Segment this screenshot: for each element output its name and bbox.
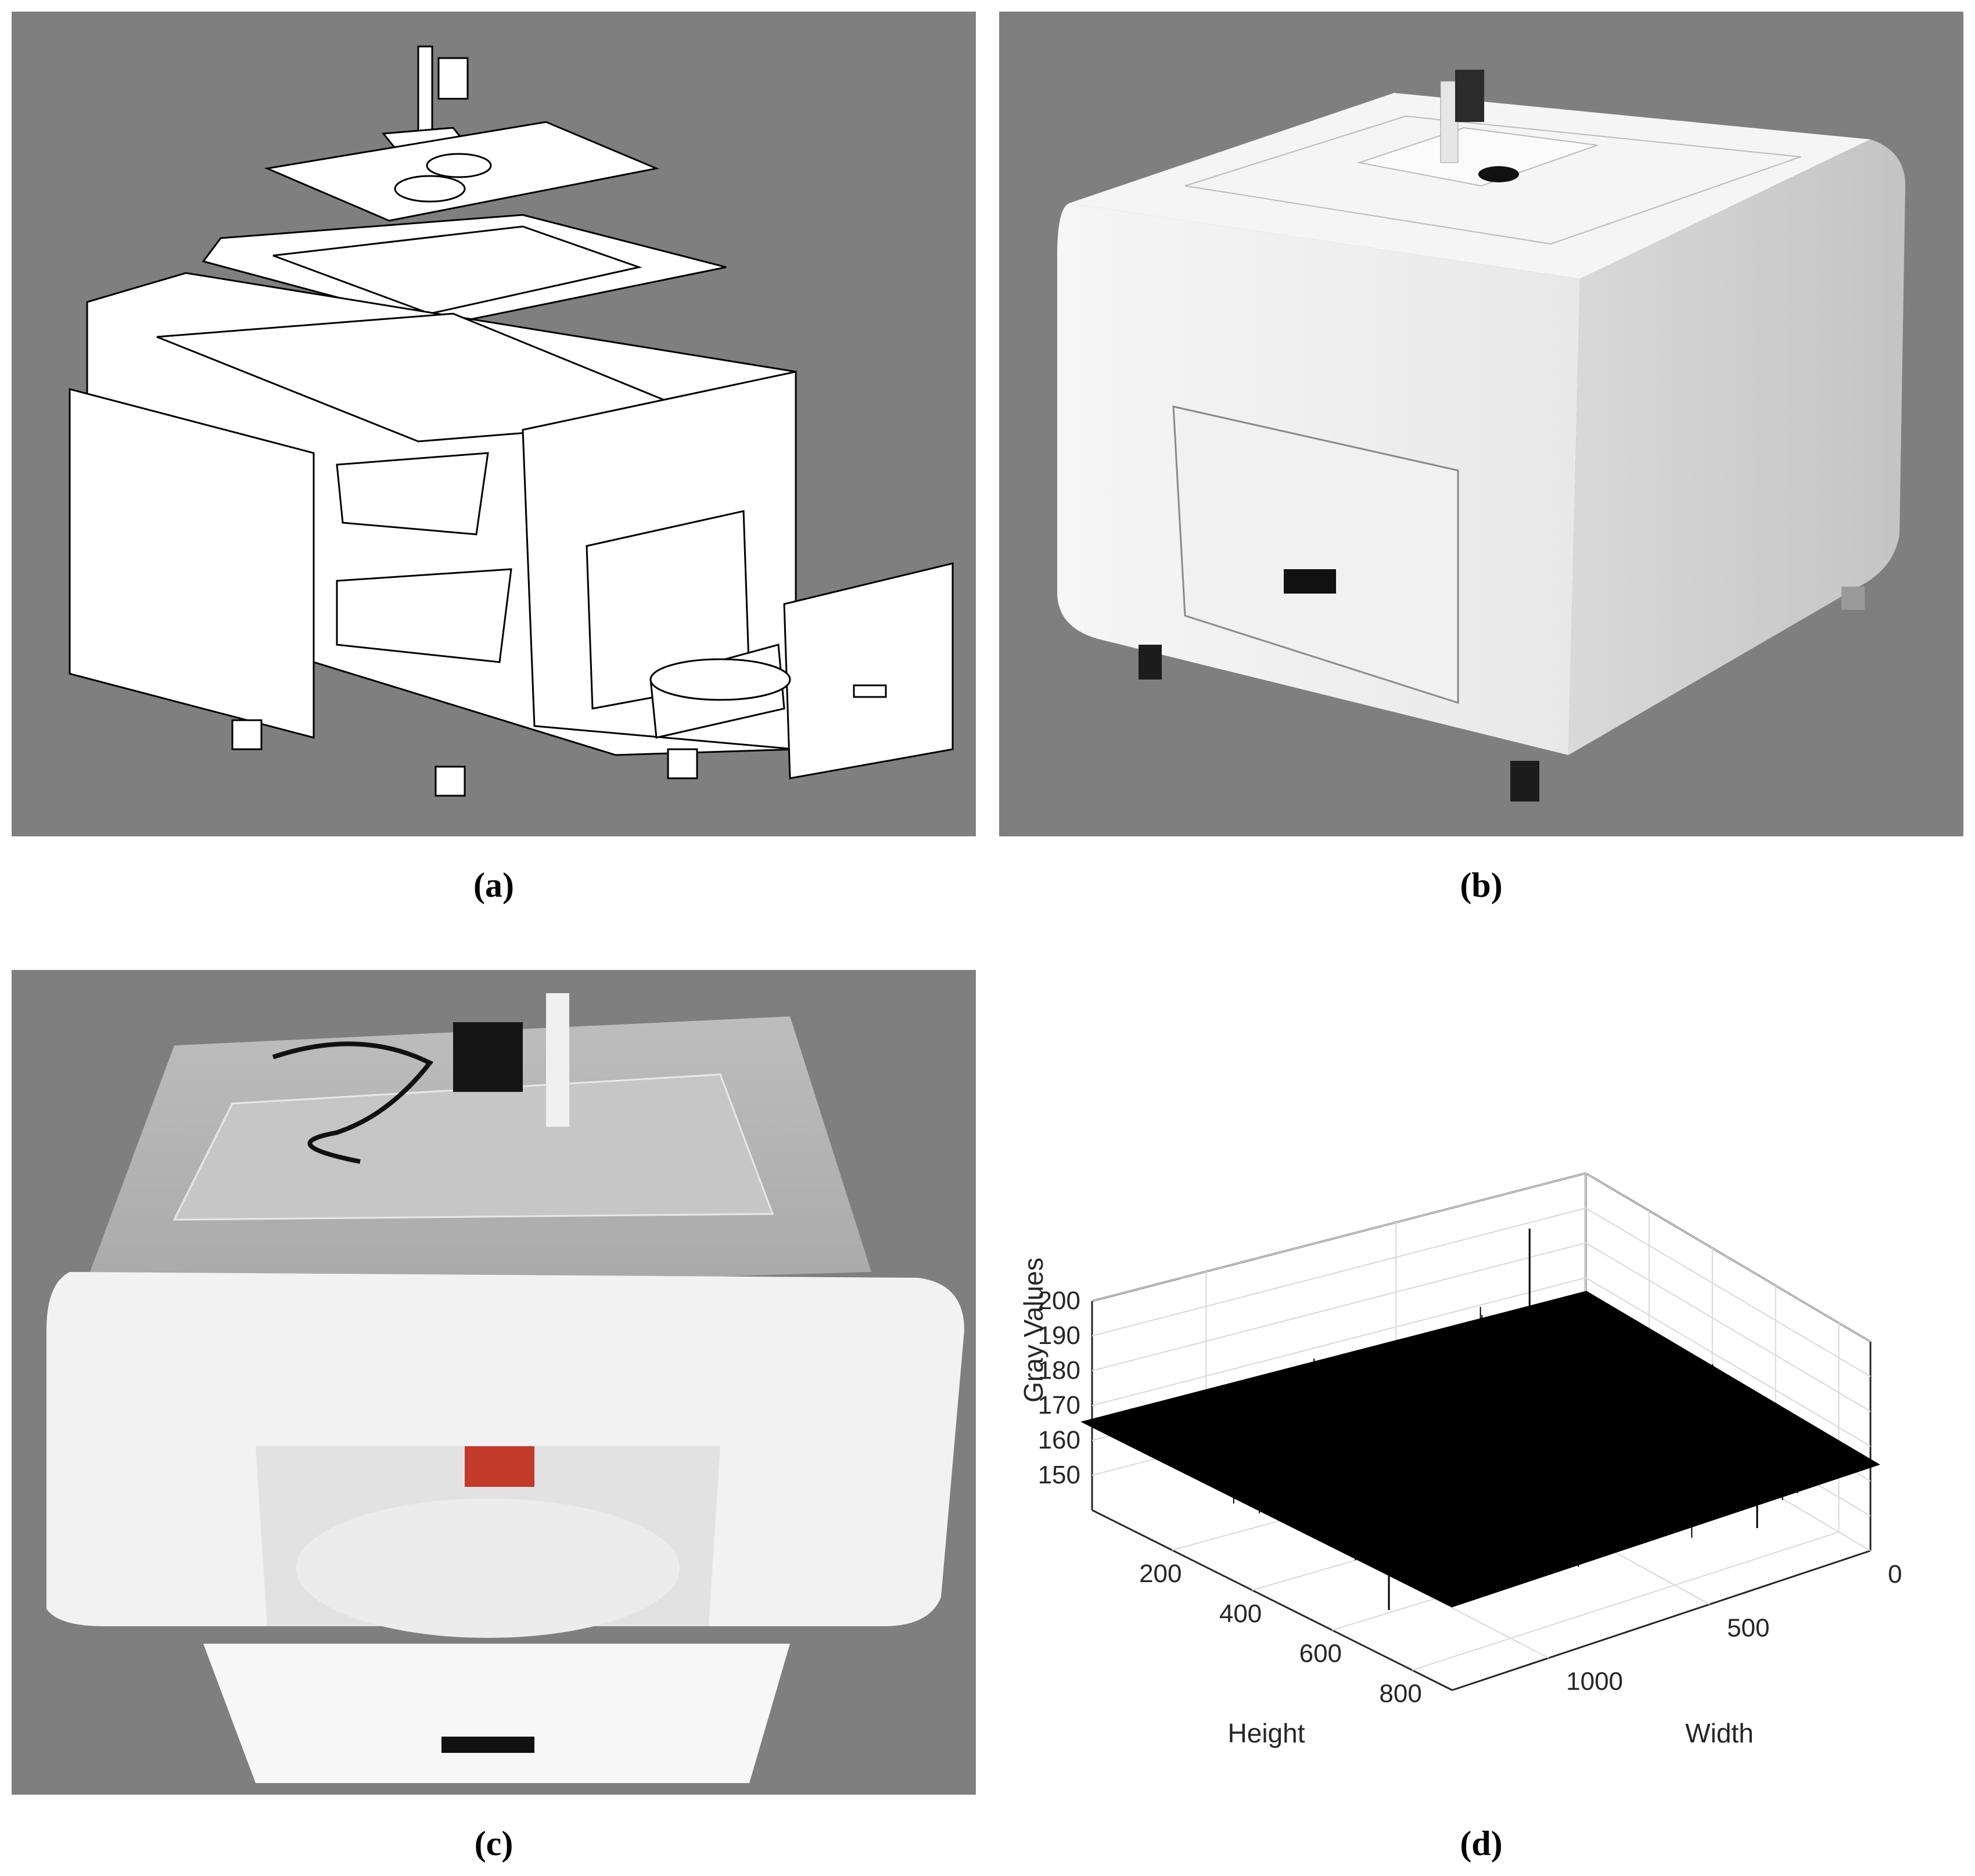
drawer-door: [1172, 405, 1459, 705]
x-tick-label: 200: [1139, 1559, 1182, 1588]
z-tick-label: 150: [1038, 1461, 1080, 1489]
panel-b-rendered-cabinet: [999, 12, 1963, 836]
surface-plot: 150 160 170 180 190 200 200 400 600 800 0 500 1000 G…: [1018, 1172, 1902, 1748]
camera-mount-plate: [437, 57, 469, 100]
camera-bracket: [546, 993, 569, 1127]
z-tick-label: 200: [1038, 1286, 1080, 1315]
z-axis-label: Gray Values: [1018, 1257, 1048, 1403]
x-tick-label: 400: [1219, 1600, 1262, 1628]
caption-c: (c): [474, 1824, 514, 1863]
x-tick-label: 600: [1299, 1640, 1342, 1668]
cabinet-top: [1069, 93, 1870, 279]
x-axis-label: Height: [1228, 1718, 1305, 1748]
panel-a-exploded-drawing: [12, 12, 976, 836]
rendered-cabinet: [1057, 70, 1905, 802]
cabinet-photo: [46, 993, 964, 1783]
caption-b: (b): [1460, 866, 1503, 904]
exploded-cabinet-drawing: [69, 45, 954, 797]
caption-d: (d): [1460, 1824, 1503, 1863]
caster: [1139, 645, 1162, 680]
grid-line: [1091, 1207, 1586, 1336]
z-tick-label: 160: [1038, 1426, 1080, 1454]
drawer-front: [203, 1644, 790, 1783]
sample-object: [465, 1446, 534, 1487]
drawer-front: [783, 562, 954, 779]
caster: [1841, 587, 1865, 610]
camera-cable: [272, 1041, 434, 1164]
grid-line: [1091, 1277, 1586, 1406]
panel-c-photo: [12, 970, 976, 1795]
grid-line: [1091, 1173, 1586, 1302]
camera: [453, 1022, 523, 1092]
y-tick-label: 0: [1888, 1560, 1902, 1589]
left-side-panel: [69, 388, 315, 739]
camera-holder: [1455, 70, 1484, 122]
caster: [1510, 761, 1539, 802]
grid-line: [1585, 1173, 1871, 1342]
y-axis-label: Width: [1685, 1718, 1754, 1748]
axis-line: [1091, 1509, 1453, 1691]
caption-a: (a): [473, 866, 514, 904]
grid-line: [1585, 1207, 1871, 1377]
camera-hole: [1478, 166, 1519, 182]
grid-line: [1585, 1242, 1871, 1412]
surface-mesh: [1080, 1291, 1880, 1608]
drawer-handle: [441, 1737, 534, 1753]
drawer-handle: [1284, 569, 1336, 594]
camera-bracket-post: [417, 45, 433, 135]
z-tick-label: 170: [1038, 1391, 1080, 1419]
y-tick-label: 500: [1727, 1613, 1769, 1642]
z-tick-label: 180: [1038, 1356, 1080, 1385]
panel-d-surface-plot: 150 160 170 180 190 200 200 400 600 800 0 500 1000 G…: [999, 970, 1963, 1795]
z-tick-label: 190: [1038, 1321, 1080, 1350]
grid-line: [1412, 1531, 1839, 1671]
x-tick-label: 800: [1379, 1680, 1421, 1708]
grid-line: [1585, 1277, 1871, 1447]
y-tick-label: 1000: [1566, 1667, 1623, 1696]
axis-line: [1452, 1550, 1871, 1691]
cabinet-side: [1568, 139, 1905, 755]
grid-line: [1091, 1242, 1586, 1371]
